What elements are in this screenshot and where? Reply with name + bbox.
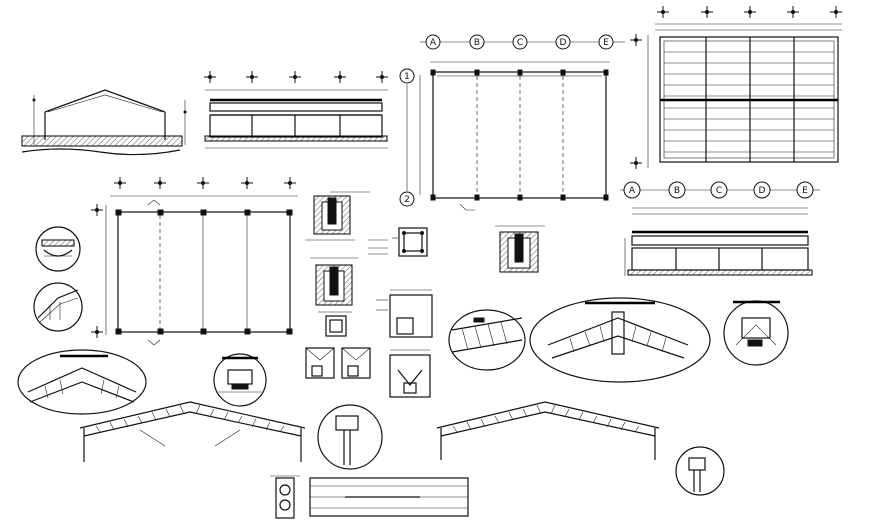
detail-circle-eave [33, 282, 83, 332]
grid-bubble-e-right: E [796, 181, 814, 199]
svg-text:C: C [517, 38, 523, 48]
grid-bubble-row-right: A B C D E [620, 181, 820, 215]
svg-text:A: A [629, 186, 636, 196]
detail-circle-purlin [448, 309, 526, 371]
detail-circle-column-base [675, 446, 725, 496]
svg-text:E: E [802, 186, 808, 196]
svg-text:D: D [759, 186, 766, 196]
svg-text:A: A [430, 38, 437, 48]
svg-text:D: D [560, 38, 567, 48]
footing-detail-1 [305, 191, 370, 241]
front-elevation-view [203, 70, 389, 149]
footing-detail-3 [495, 225, 545, 273]
svg-text:2: 2 [404, 195, 410, 205]
footing-detail-2 [310, 257, 358, 306]
svg-text:1: 1 [404, 72, 410, 82]
column-section-6 [389, 349, 431, 398]
grid-bubble-c: C [512, 34, 528, 50]
foundation-plan [90, 176, 298, 346]
detail-circle-gutter [35, 226, 81, 272]
column-grid-plan: A B C D E 1 2 [399, 34, 625, 211]
detail-circle-column-top [317, 404, 383, 470]
detail-ellipse-truss-left [17, 349, 147, 415]
roof-sheet-plan [629, 5, 843, 170]
grid-bubble-b-right: B [668, 181, 686, 199]
svg-text:C: C [716, 186, 722, 196]
truss-elevation-left [79, 401, 306, 462]
svg-text:B: B [674, 186, 680, 196]
svg-text:E: E [603, 38, 609, 48]
grid-bubble-c-right: C [710, 181, 728, 199]
grid-bubble-a: A [425, 34, 441, 50]
grid-bubble-a-right: A [623, 181, 641, 199]
detail-circle-connection-right [723, 300, 789, 366]
grid-bubble-d-right: D [753, 181, 771, 199]
detail-ellipse-ridge [529, 297, 711, 383]
column-section-1 [368, 227, 428, 257]
grid-bubble-1: 1 [399, 68, 415, 84]
front-elevation-view-right [624, 230, 813, 276]
grid-bubble-d: D [555, 34, 571, 50]
grid-bubble-b: B [469, 34, 485, 50]
grid-bubble-e: E [598, 34, 614, 50]
svg-text:B: B [474, 38, 480, 48]
detail-circle-bearing [213, 353, 267, 407]
column-section-3 [318, 311, 352, 337]
truss-elevation-right [436, 401, 660, 460]
column-section-5 [341, 347, 371, 379]
strip-detail [270, 475, 469, 519]
grid-bubble-2: 2 [399, 191, 415, 207]
side-elevation-view [21, 89, 187, 156]
column-section-2 [376, 289, 433, 338]
column-section-4 [305, 347, 335, 379]
